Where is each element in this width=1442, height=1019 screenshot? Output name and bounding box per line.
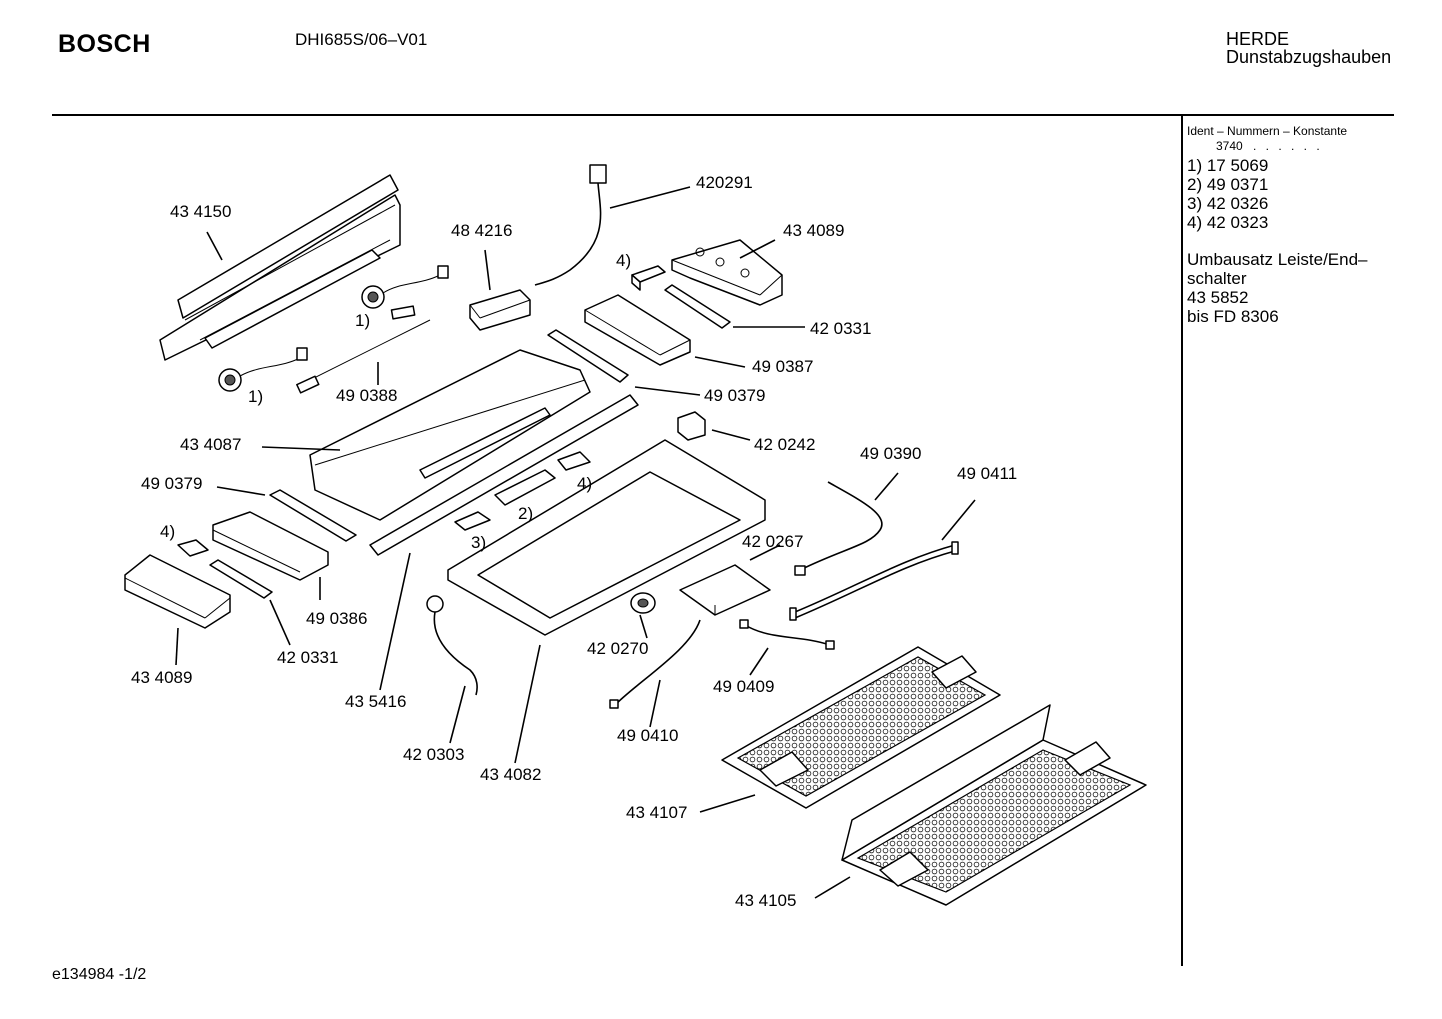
callout-434082: 43 4082 <box>480 765 542 784</box>
callout-490390: 49 0390 <box>860 444 922 463</box>
callout-434150: 43 4150 <box>170 202 232 221</box>
part-rail-434150 <box>159 174 401 361</box>
category-line-2: Dunstabzugshauben <box>1226 47 1392 67</box>
callout-490410: 49 0410 <box>617 726 679 745</box>
callout-484216: 48 4216 <box>451 221 513 240</box>
header-divider <box>52 114 1394 116</box>
ident-dots: . . . . . . <box>1253 139 1323 153</box>
part-cable-490390 <box>794 481 883 576</box>
callout-fn1-lower: 1) <box>248 387 264 406</box>
ident-constant: 3740 <box>1216 139 1243 153</box>
part-grommet-lower <box>218 347 308 392</box>
part-grommet-upper <box>361 265 449 309</box>
callout-435416: 43 5416 <box>345 692 407 711</box>
part-cover-434087 <box>309 349 591 521</box>
callout-fn4-middle: 4) <box>577 474 593 493</box>
callout-fn4-upper: 4) <box>616 251 632 270</box>
part-frontstrip-435416 <box>369 394 639 556</box>
part-strip-420331-lower <box>209 559 273 599</box>
footnote-4: 4) 42 0323 <box>1187 213 1269 232</box>
part-bar-490379-upper <box>547 329 629 383</box>
part-switch-420242 <box>677 411 706 441</box>
callout-fn3: 3) <box>471 533 487 552</box>
callout-420270: 42 0270 <box>587 639 649 658</box>
sidebar-divider <box>1181 116 1183 966</box>
callout-420331-lower: 42 0331 <box>277 648 339 667</box>
leader-lines <box>175 186 976 899</box>
exploded-view-drawing <box>124 164 1147 906</box>
note-line-1: Umbausatz Leiste/End– <box>1187 250 1368 269</box>
part-bar-490379-lower <box>269 489 357 542</box>
callout-490387: 49 0387 <box>752 357 814 376</box>
part-filter-434105 <box>841 704 1147 906</box>
part-cable-490388 <box>296 305 431 394</box>
part-sensor-420303 <box>426 595 478 696</box>
category-line-1: HERDE <box>1226 29 1290 49</box>
part-board-490387 <box>584 294 691 366</box>
part-cable-420291 <box>534 164 607 286</box>
part-cable-490409 <box>739 619 835 650</box>
callout-434089-right: 43 4089 <box>783 221 845 240</box>
part-holder-420270 <box>630 592 656 614</box>
callout-490379-lower: 49 0379 <box>141 474 203 493</box>
model-number: DHI685S/06–V01 <box>295 30 428 49</box>
part-block-upper <box>631 265 666 291</box>
part-switch-strip <box>454 451 591 531</box>
brand-logo: BOSCH <box>58 30 151 58</box>
part-ribbon-490411 <box>789 541 959 621</box>
note-line-2: schalter <box>1187 269 1247 288</box>
part-cable-490410 <box>609 619 701 709</box>
callout-420242: 42 0242 <box>754 435 816 454</box>
footnote-3: 3) 42 0326 <box>1187 194 1269 213</box>
part-block-lower <box>177 539 209 557</box>
callout-420267: 42 0267 <box>742 532 804 551</box>
part-filter-434107 <box>721 646 1001 809</box>
callout-420303: 42 0303 <box>403 745 465 764</box>
callout-fn2: 2) <box>518 504 534 523</box>
part-board-420267 <box>679 564 771 616</box>
note-line-3: 43 5852 <box>1187 288 1249 307</box>
ident-heading: Ident – Nummern – Konstante <box>1187 124 1348 138</box>
note-line-4: bis FD 8306 <box>1187 307 1279 326</box>
part-strip-420331-upper <box>664 284 731 329</box>
callout-434087: 43 4087 <box>180 435 242 454</box>
callout-490409: 49 0409 <box>713 677 775 696</box>
callout-490379-upper: 49 0379 <box>704 386 766 405</box>
callout-434105: 43 4105 <box>735 891 797 910</box>
part-transformer-484216 <box>469 289 531 331</box>
footnote-1: 1) 17 5069 <box>1187 156 1269 175</box>
callout-434089-left: 43 4089 <box>131 668 193 687</box>
callout-490388: 49 0388 <box>336 386 398 405</box>
part-endcap-434089-left <box>124 554 231 629</box>
part-endcap-434089-right <box>671 239 783 306</box>
callout-420331-upper: 42 0331 <box>810 319 872 338</box>
callout-fn4-lower: 4) <box>160 522 176 541</box>
footnote-2: 2) 49 0371 <box>1187 175 1269 194</box>
drawing-id: e134984 -1/2 <box>52 966 147 983</box>
callout-fn1-upper: 1) <box>355 311 371 330</box>
part-housing-434082 <box>447 439 766 636</box>
callout-490411: 49 0411 <box>957 464 1018 483</box>
part-board-490386 <box>212 511 329 581</box>
callout-434107: 43 4107 <box>626 803 688 822</box>
callout-490386: 49 0386 <box>306 609 368 628</box>
callout-420291: 420291 <box>696 173 753 192</box>
